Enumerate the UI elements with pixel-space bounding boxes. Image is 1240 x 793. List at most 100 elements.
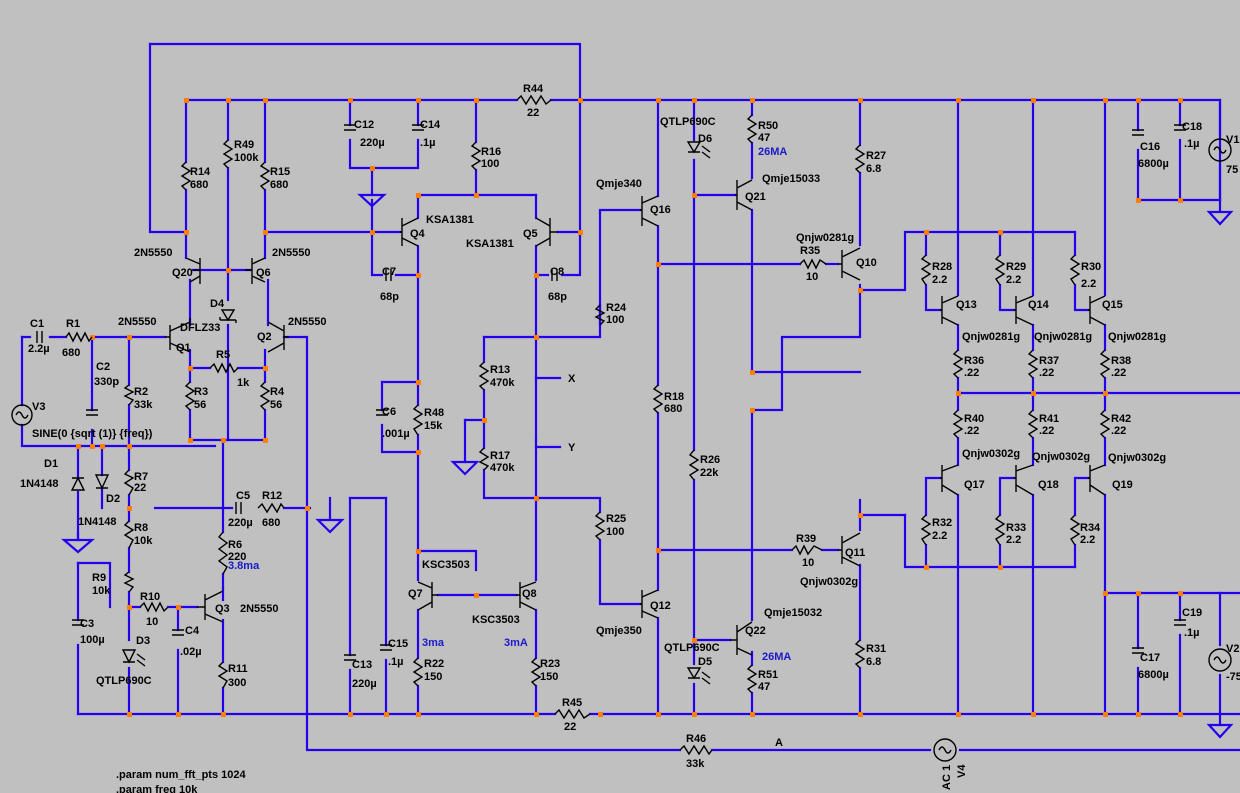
capacitor-c16[interactable] (1132, 129, 1144, 136)
resistor-r39[interactable] (791, 544, 823, 556)
label-c5: C5 (236, 490, 250, 502)
resistor-r8[interactable] (123, 520, 135, 549)
resistor-r37[interactable] (1027, 349, 1039, 379)
resistor-r41[interactable] (1027, 409, 1039, 439)
resistor-r24[interactable] (594, 304, 606, 326)
capacitor-c7[interactable] (385, 269, 392, 281)
capacitor-c1[interactable] (36, 331, 43, 343)
led-d6[interactable] (686, 141, 711, 159)
transistor-q6[interactable] (245, 257, 266, 284)
resistor-r17[interactable] (478, 447, 490, 471)
spice-directive-fft[interactable]: .param num_fft_pts 1024 (116, 769, 246, 781)
resistor-r36[interactable] (952, 349, 964, 379)
transistor-q2[interactable] (267, 321, 289, 353)
capacitor-c3[interactable] (72, 619, 84, 626)
resistor-r23[interactable] (530, 657, 542, 687)
transistor-q17[interactable] (940, 464, 959, 496)
resistor-r9[interactable] (123, 571, 135, 593)
transistor-q11[interactable] (838, 532, 861, 567)
resistor-r44[interactable] (516, 94, 552, 106)
voltage-source-v1[interactable] (1208, 138, 1232, 162)
resistor-r1[interactable] (65, 331, 93, 343)
transistor-q16[interactable] (640, 195, 659, 227)
resistor-r14[interactable] (180, 161, 192, 191)
resistor-r28[interactable] (920, 254, 932, 286)
diode-d2[interactable] (94, 474, 110, 490)
resistor-r25[interactable] (594, 511, 606, 541)
capacitor-c14[interactable] (412, 124, 424, 131)
capacitor-c19[interactable] (1174, 619, 1186, 626)
transistor-q4[interactable] (400, 217, 419, 247)
transistor-q7[interactable] (417, 581, 438, 611)
transistor-q8[interactable] (516, 581, 537, 611)
resistor-r5[interactable] (209, 362, 239, 374)
resistor-r45[interactable] (554, 708, 591, 720)
resistor-r6[interactable] (217, 531, 229, 575)
capacitor-c15[interactable] (380, 644, 392, 651)
voltage-source-v2[interactable] (1208, 648, 1232, 672)
transistor-q1[interactable] (165, 318, 191, 353)
spice-directive-freq[interactable]: .param freq 10k (116, 784, 198, 793)
resistor-r35[interactable] (799, 258, 827, 270)
resistor-r30[interactable] (1069, 254, 1081, 286)
diode-d1[interactable] (70, 476, 86, 491)
transistor-q5[interactable] (535, 217, 558, 247)
capacitor-c5[interactable] (235, 502, 242, 514)
transistor-q10[interactable] (838, 247, 861, 281)
transistor-q18[interactable] (1014, 464, 1034, 496)
resistor-r29[interactable] (994, 254, 1006, 286)
resistor-r40[interactable] (952, 409, 964, 439)
led-d3[interactable] (121, 649, 146, 667)
resistor-r38[interactable] (1099, 349, 1111, 379)
resistor-r10[interactable] (139, 601, 169, 613)
transistor-q14[interactable] (1014, 295, 1034, 326)
resistor-r26[interactable] (688, 449, 700, 481)
resistor-r27[interactable] (854, 144, 866, 174)
voltage-source-v3[interactable] (11, 404, 33, 426)
capacitor-c4[interactable] (172, 629, 184, 636)
transistor-q15[interactable] (1088, 295, 1106, 326)
resistor-r51[interactable] (746, 664, 758, 694)
resistor-r48[interactable] (412, 404, 424, 436)
resistor-r49[interactable] (222, 139, 234, 169)
zener-d4[interactable] (219, 309, 237, 323)
label-c4-value: .02µ (180, 646, 202, 658)
resistor-r13[interactable] (478, 361, 490, 391)
resistor-r42[interactable] (1099, 409, 1111, 439)
capacitor-c6[interactable] (376, 409, 388, 416)
resistor-r34[interactable] (1069, 514, 1081, 546)
resistor-r2[interactable] (123, 384, 135, 406)
voltage-source-v4[interactable] (933, 738, 957, 762)
transistor-q19[interactable] (1088, 464, 1106, 496)
resistor-r16[interactable] (470, 141, 482, 171)
resistor-r7[interactable] (123, 469, 135, 496)
label-r30-value: 2.2 (1081, 278, 1096, 290)
capacitor-c13[interactable] (344, 654, 356, 661)
capacitor-c8[interactable] (551, 269, 558, 281)
transistor-q20[interactable] (185, 257, 201, 284)
resistor-r31[interactable] (854, 639, 866, 669)
label-c14-value: .1µ (420, 137, 436, 149)
resistor-r50[interactable] (746, 114, 758, 144)
resistor-r33[interactable] (994, 514, 1006, 546)
resistor-r12[interactable] (257, 502, 285, 514)
transistor-q13[interactable] (940, 295, 959, 326)
led-d5[interactable] (686, 667, 711, 685)
transistor-q3[interactable] (197, 590, 224, 623)
resistor-r15[interactable] (259, 161, 271, 191)
resistor-r11[interactable] (217, 661, 229, 689)
capacitor-c18[interactable] (1174, 124, 1186, 131)
resistor-r32[interactable] (920, 514, 932, 546)
resistor-r4[interactable] (259, 381, 271, 411)
capacitor-c12[interactable] (344, 124, 356, 131)
transistor-q12[interactable] (640, 589, 659, 619)
resistor-r18[interactable] (652, 384, 664, 414)
capacitor-c17[interactable] (1132, 647, 1144, 654)
capacitor-c2[interactable] (86, 409, 98, 416)
resistor-r46[interactable] (679, 744, 713, 756)
resistor-r22[interactable] (412, 657, 424, 687)
transistor-q22[interactable] (730, 621, 753, 656)
resistor-r3[interactable] (184, 381, 196, 411)
transistor-q21[interactable] (735, 179, 753, 211)
